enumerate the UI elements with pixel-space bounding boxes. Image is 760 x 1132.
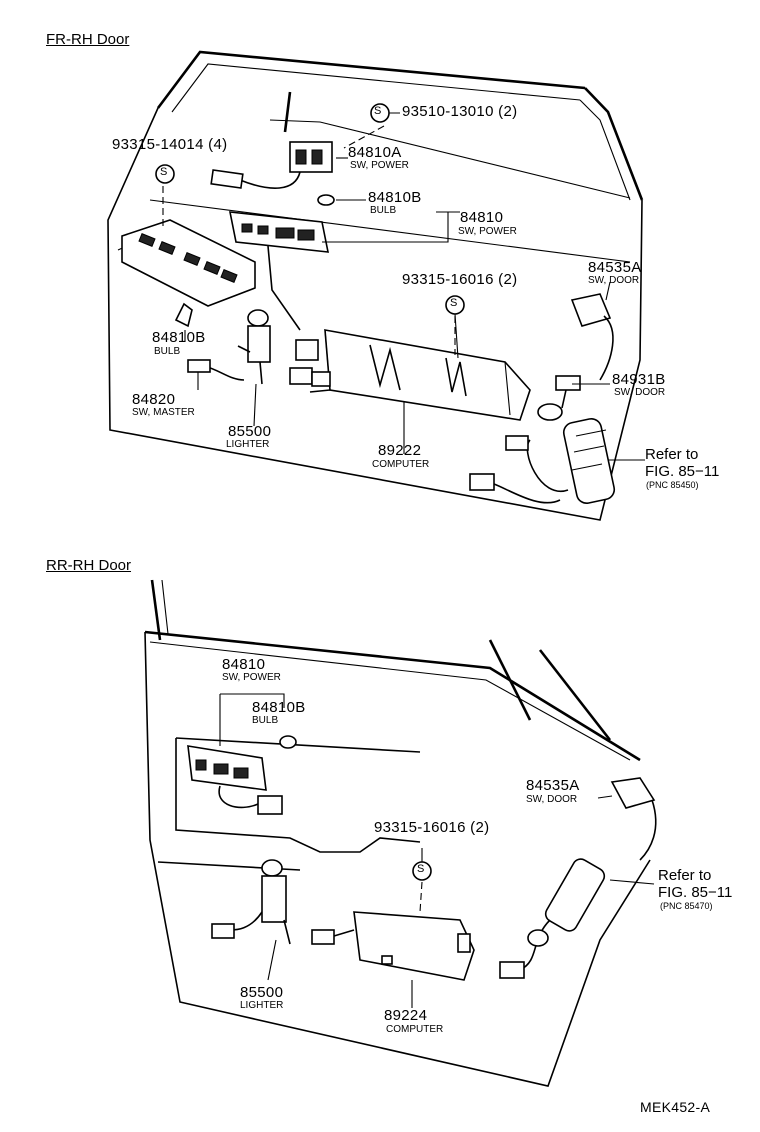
- rear-section-title: RR-RH Door: [46, 557, 132, 574]
- rear-computer: [311, 911, 475, 981]
- front-computer: [309, 329, 531, 421]
- label-89222-desc: COMPUTER: [372, 459, 430, 470]
- label-93315-16016-rear: 93315-16016 (2): [374, 819, 490, 836]
- label-93315-16016-front: 93315-16016 (2): [402, 271, 518, 288]
- label-84535a-rear: 84535A: [526, 777, 580, 794]
- label-85500-rear: 85500: [240, 984, 284, 1001]
- label-89222: 89222: [378, 442, 422, 459]
- label-89224-desc: COMPUTER: [386, 1024, 444, 1035]
- screw-symbol: S: [450, 297, 458, 309]
- label-84810a-desc: SW, POWER: [350, 160, 409, 171]
- rear-door-switch: [499, 777, 657, 979]
- front-section-title: FR-RH Door: [46, 31, 130, 48]
- screw-symbol: S: [374, 105, 382, 117]
- label-84810a: 84810A: [348, 144, 402, 161]
- label-84810b-bulb: 84810B: [152, 329, 206, 346]
- screw-symbol: S: [160, 166, 168, 178]
- front-door-switch: [537, 293, 614, 421]
- rear-refer-fig: FIG. 85−11: [658, 884, 733, 901]
- footer-code: MEK452-A: [640, 1099, 711, 1115]
- label-84810b-top: 84810B: [368, 189, 422, 206]
- label-84820: 84820: [132, 391, 176, 408]
- label-84810b-top-desc: BULB: [370, 205, 397, 216]
- label-84810-desc: SW, POWER: [458, 226, 517, 237]
- rear-power-switch: [187, 745, 283, 815]
- front-door-drawing: [107, 50, 645, 521]
- label-85500-front: 85500: [228, 423, 272, 440]
- power-switch-panel: [229, 211, 329, 331]
- label-84810-rear: 84810: [222, 656, 266, 673]
- label-93315-14014: 93315-14014 (4): [112, 136, 228, 153]
- label-84820-desc: SW, MASTER: [132, 407, 195, 418]
- label-84810: 84810: [460, 209, 504, 226]
- label-84810b-bulb-desc: BULB: [154, 346, 181, 357]
- label-84810b-rear: 84810B: [252, 699, 306, 716]
- master-switch: [121, 219, 256, 307]
- front-lock-actuator: [469, 418, 616, 504]
- rear-lighter: [211, 859, 291, 945]
- label-84931b: 84931B: [612, 371, 666, 388]
- label-85500-rear-desc: LIGHTER: [240, 1000, 284, 1011]
- front-refer-fig: FIG. 85−11: [645, 463, 720, 480]
- label-84535a-front: 84535A: [588, 259, 642, 276]
- rear-refer-pnc: (PNC 85470): [660, 901, 713, 911]
- label-84810b-rear-desc: BULB: [252, 715, 279, 726]
- front-refer-to: Refer to: [645, 446, 699, 463]
- front-lighter: [187, 309, 271, 385]
- label-84810-rear-desc: SW, POWER: [222, 672, 281, 683]
- power-switch-a: [210, 141, 333, 189]
- rear-refer-to: Refer to: [658, 867, 712, 884]
- screw-symbol: S: [417, 863, 425, 875]
- label-84931b-desc: SW, DOOR: [614, 387, 666, 398]
- label-89224: 89224: [384, 1007, 428, 1024]
- label-84535a-front-desc: SW, DOOR: [588, 275, 640, 286]
- label-84535a-rear-desc: SW, DOOR: [526, 794, 578, 805]
- label-85500-front-desc: LIGHTER: [226, 439, 270, 450]
- label-93510-13010: 93510-13010 (2): [402, 103, 518, 120]
- front-refer-pnc: (PNC 85450): [646, 480, 699, 490]
- rear-door-drawing: [144, 579, 657, 1087]
